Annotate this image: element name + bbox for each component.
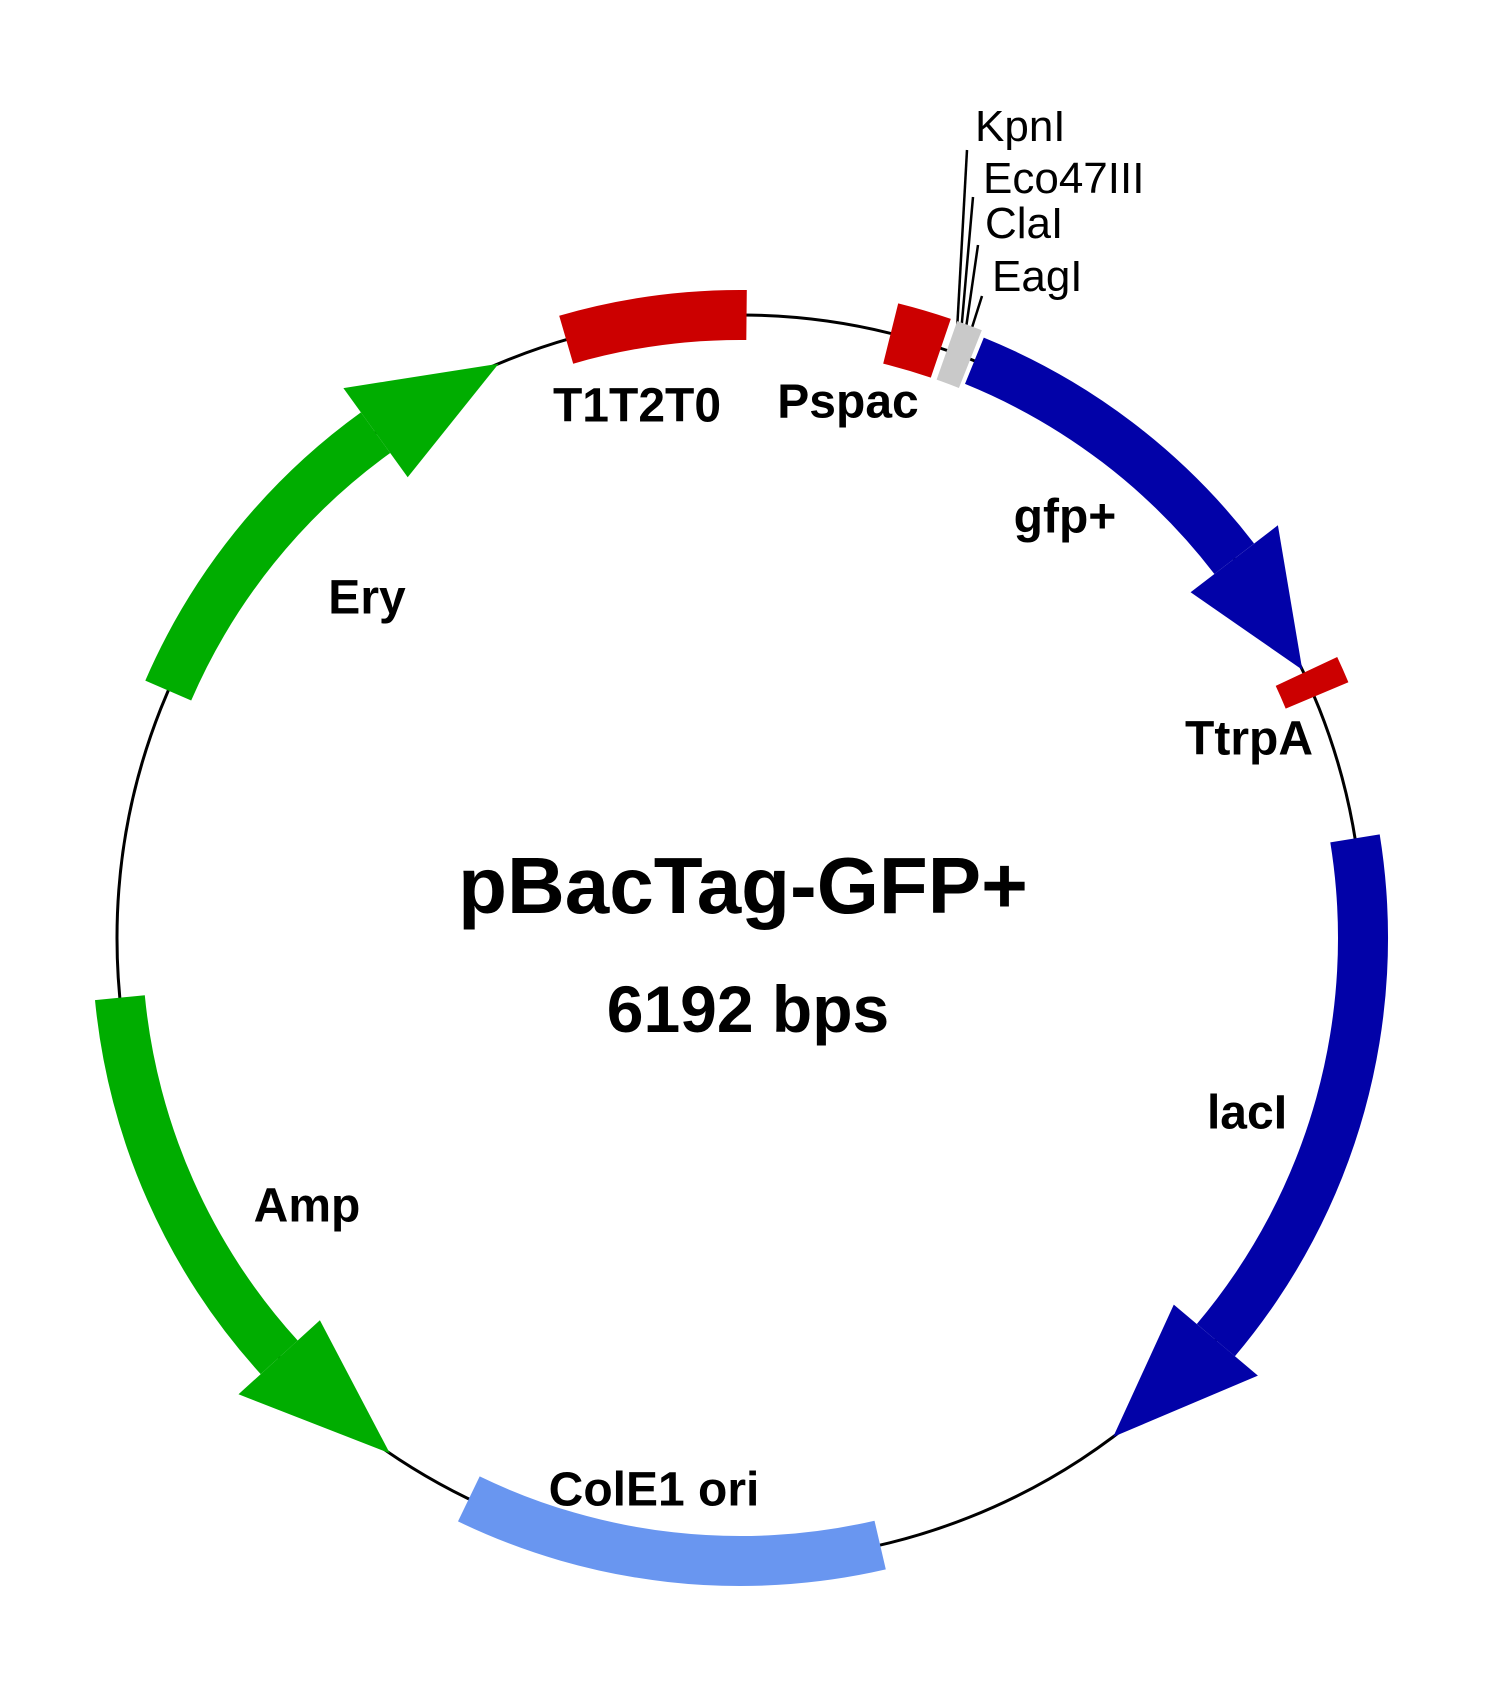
feature-shape-laci-body bbox=[1196, 834, 1389, 1357]
feature-shape-gfp-arrowhead bbox=[1190, 525, 1303, 670]
feature-label-ery: Ery bbox=[328, 571, 406, 625]
feature-shape-laci-arrowhead bbox=[1113, 1304, 1258, 1437]
feature-label-cole1-ori: ColE1 ori bbox=[548, 1463, 760, 1517]
feature-label-t1t2t0: T1T2T0 bbox=[552, 379, 722, 433]
restriction-site-label-kpni: KpnI bbox=[975, 102, 1066, 151]
plasmid-size-label: 6192 bps bbox=[606, 972, 890, 1046]
restriction-site-label-clai: ClaI bbox=[985, 199, 1064, 248]
feature-label-ttrpa: TtrpA bbox=[1185, 712, 1313, 766]
plasmid-title: pBacTag-GFP+ bbox=[458, 841, 1028, 930]
restriction-site-label-eagi: EagI bbox=[992, 252, 1083, 301]
feature-shape-mcs bbox=[936, 321, 982, 388]
feature-label-pspac: Pspac bbox=[777, 375, 919, 429]
restriction-site-line-1 bbox=[959, 196, 975, 334]
restriction-site-line-2 bbox=[963, 244, 980, 336]
restriction-site-label-eco47iii: Eco47III bbox=[983, 154, 1145, 203]
feature-label-laci: lacI bbox=[1206, 1086, 1288, 1140]
feature-shape-amp-body bbox=[95, 995, 298, 1375]
feature-shape-t1t2t0 bbox=[559, 289, 747, 364]
restriction-site-line-0 bbox=[955, 149, 969, 332]
feature-shape-gfp-body bbox=[965, 337, 1255, 574]
feature-shape-cole1ori bbox=[458, 1476, 886, 1587]
feature-shape-pspac bbox=[883, 303, 951, 378]
feature-shape-ttrpa bbox=[1275, 657, 1349, 709]
feature-shape-amp-arrowhead bbox=[238, 1320, 390, 1454]
feature-label-amp: Amp bbox=[253, 1179, 361, 1233]
feature-label-gfp: gfp+ bbox=[1013, 490, 1117, 544]
feature-shape-ery-body bbox=[145, 412, 391, 701]
feature-shape-ery-arrowhead bbox=[343, 363, 499, 478]
